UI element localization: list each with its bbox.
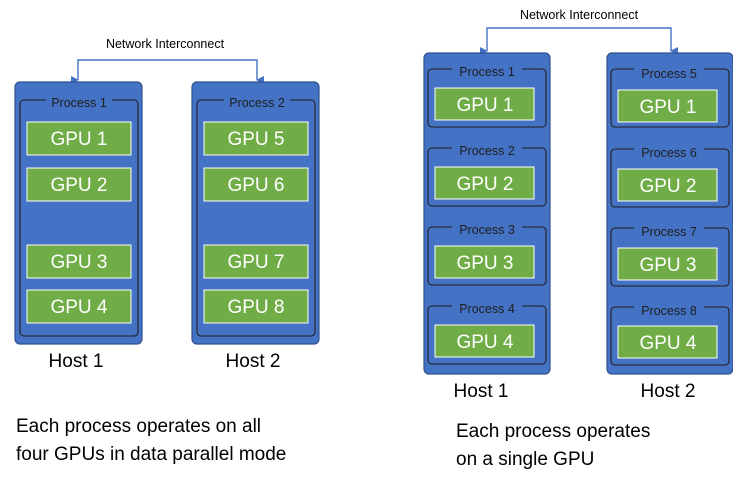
process-label: Process 2 — [459, 144, 515, 158]
left-diagram: Network Interconnect Process 1 GPU 1 GPU… — [14, 37, 320, 372]
gpu-label: GPU 8 — [227, 297, 284, 318]
gpu-block: GPU 7 — [203, 244, 309, 279]
process-group: Process 5 GPU 1 — [610, 65, 730, 128]
process-label-bg — [452, 144, 522, 157]
process-label-bg — [634, 303, 704, 316]
process-label: Process 8 — [641, 304, 697, 318]
process-group: Process 3 GPU 3 — [427, 223, 547, 286]
gpu-box — [26, 121, 132, 156]
process-label-bg — [224, 96, 290, 109]
gpu-label: GPU 7 — [227, 252, 284, 273]
gpu-box — [203, 244, 309, 279]
gpu-block: GPU 4 — [26, 289, 132, 324]
gpu-box — [203, 121, 309, 156]
gpu-box — [434, 166, 535, 200]
host-box — [423, 52, 551, 375]
left-caption-line-1: Each process operates on all — [16, 416, 262, 437]
left-network-label: Network Interconnect — [106, 37, 225, 51]
process-label-bg — [452, 223, 522, 236]
process-label-bg — [634, 224, 704, 237]
left-host-1: Process 1 GPU 1 GPU 2 GPU 3 GPU 4 Host 1 — [14, 81, 143, 372]
gpu-box — [26, 289, 132, 324]
process-label: Process 6 — [641, 146, 697, 160]
gpu-box — [434, 245, 535, 279]
process-label-bg — [46, 96, 112, 109]
right-network-connector — [480, 27, 678, 55]
process-label: Process 4 — [459, 302, 515, 316]
gpu-block: GPU 3 — [26, 244, 132, 279]
left-caption: Each process operates on all four GPUs i… — [16, 413, 286, 469]
process-label-bg — [634, 65, 704, 78]
gpu-box — [26, 167, 132, 202]
left-network-connector — [71, 59, 264, 84]
gpu-block: GPU 1 — [26, 121, 132, 156]
gpu-box — [434, 324, 535, 358]
gpu-label: GPU 2 — [50, 175, 107, 196]
right-caption-line-1: Each process operates — [456, 421, 651, 442]
process-label: Process 2 — [229, 96, 285, 110]
gpu-label: GPU 1 — [456, 95, 513, 116]
right-host-1: Process 1 GPU 1 Process 2 GPU 2 Process … — [423, 52, 551, 402]
gpu-box — [617, 325, 718, 359]
process-label: Process 1 — [459, 65, 515, 79]
gpu-label: GPU 2 — [456, 174, 513, 195]
process-label-bg — [452, 65, 522, 78]
gpu-block: GPU 8 — [203, 289, 309, 324]
gpu-label: GPU 3 — [639, 255, 696, 276]
gpu-label: GPU 5 — [227, 129, 284, 150]
process-label: Process 7 — [641, 225, 697, 239]
process-label-bg — [452, 302, 522, 315]
gpu-block: GPU 2 — [26, 167, 132, 202]
process-label: Process 5 — [641, 67, 697, 81]
gpu-box — [26, 244, 132, 279]
process-group: Process 7 GPU 3 — [610, 224, 730, 287]
host-label: Host 2 — [226, 351, 281, 372]
gpu-label: GPU 4 — [456, 332, 513, 353]
process-label-bg — [634, 145, 704, 158]
gpu-label: GPU 1 — [50, 129, 107, 150]
gpu-label: GPU 6 — [227, 175, 284, 196]
gpu-box — [617, 247, 718, 281]
gpu-block: GPU 6 — [203, 167, 309, 202]
gpu-label: GPU 3 — [456, 253, 513, 274]
gpu-box — [203, 167, 309, 202]
right-network-label: Network Interconnect — [520, 8, 639, 22]
process-group: Process 4 GPU 4 — [427, 302, 547, 365]
gpu-label: GPU 2 — [639, 176, 696, 197]
left-caption-line-2: four GPUs in data parallel mode — [16, 444, 287, 465]
gpu-label: GPU 4 — [639, 333, 696, 354]
process-group: Process 8 GPU 4 — [610, 303, 730, 366]
process-label: Process 3 — [459, 223, 515, 237]
process-group: Process 2 GPU 2 — [427, 144, 547, 207]
right-diagram: Network Interconnect Process 1 GPU 1 Pro… — [423, 8, 733, 402]
right-caption-line-2: on a single GPU — [456, 449, 595, 470]
gpu-label: GPU 1 — [639, 97, 696, 118]
gpu-label: GPU 4 — [50, 297, 107, 318]
left-host-2: Process 2 GPU 5 GPU 6 GPU 7 GPU 8 Host 2 — [191, 81, 320, 372]
host-box — [606, 52, 733, 375]
gpu-box — [203, 289, 309, 324]
right-caption: Each process operates on a single GPU — [456, 418, 650, 474]
gpu-box — [617, 89, 718, 123]
gpu-block: GPU 5 — [203, 121, 309, 156]
host-label: Host 2 — [641, 381, 696, 402]
gpu-box — [617, 168, 718, 202]
host-label: Host 1 — [454, 381, 509, 402]
right-host-2: Process 5 GPU 1 Process 6 GPU 2 Process … — [606, 52, 733, 402]
process-label: Process 1 — [51, 96, 107, 110]
host-label: Host 1 — [49, 351, 104, 372]
left-network-interconnect: Network Interconnect — [71, 37, 264, 84]
process-group: Process 6 GPU 2 — [610, 145, 730, 208]
gpu-box — [434, 87, 535, 121]
right-network-interconnect: Network Interconnect — [480, 8, 678, 55]
gpu-label: GPU 3 — [50, 252, 107, 273]
process-group: Process 1 GPU 1 — [427, 65, 547, 128]
